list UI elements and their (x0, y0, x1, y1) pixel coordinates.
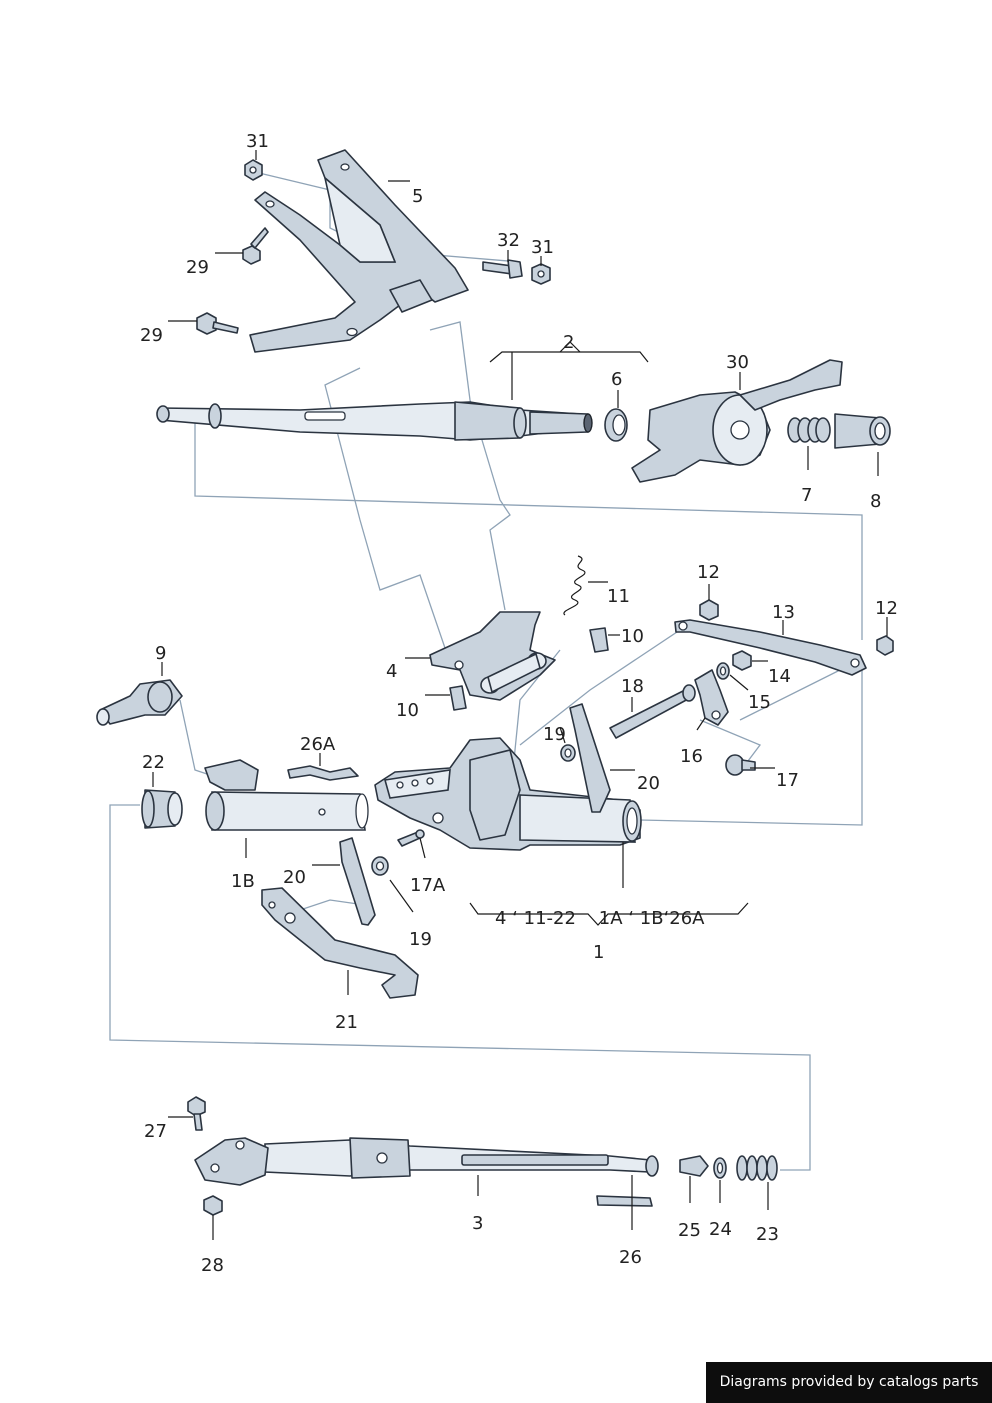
part-12-nut-left (699, 599, 719, 621)
part-20-plate-upper (569, 703, 611, 813)
callout-18: 18 (621, 676, 644, 697)
part-29-screw-top (242, 227, 269, 265)
part-14-nut (732, 650, 752, 671)
callout-30: 30 (726, 352, 749, 373)
part-24-ring (713, 1157, 727, 1179)
callout-11: 11 (607, 586, 630, 607)
part-18-bolt (609, 684, 696, 739)
callout-labels: 31 5 32 31 29 29 2 6 30 7 8 11 10 4 10 1… (140, 131, 898, 1276)
callout-5: 5 (412, 186, 423, 207)
part-30-lever-switch (631, 359, 843, 483)
callout-27: 27 (144, 1121, 167, 1142)
part-20-plate-lower (339, 837, 376, 926)
part-19-washer-lower (371, 856, 389, 876)
part-10-bolt-left (449, 685, 467, 711)
part-2-upper-shaft (156, 401, 593, 441)
part-27-bolt (187, 1096, 206, 1131)
part-8-bushing (834, 413, 891, 449)
part-3-intermediate-shaft (194, 1137, 659, 1186)
part-21-support-bracket (261, 887, 419, 999)
part-15-washer (716, 662, 730, 680)
part-31-nut-right (531, 263, 551, 285)
part-31-nut-top (244, 159, 263, 181)
part-1B-jacket-tube (204, 759, 369, 831)
callout-12: 12 (697, 562, 720, 583)
part-16-lever (694, 669, 729, 726)
callout-23: 23 (756, 1224, 779, 1245)
part-13-link-rod (674, 619, 867, 676)
part-9-fitting (96, 679, 183, 726)
part-1-column-housing (374, 737, 642, 851)
callout-25: 25 (678, 1220, 701, 1241)
callout-4: 4 (386, 661, 397, 682)
callout-19: 19 (409, 929, 432, 950)
callout-19: 19 (543, 724, 566, 745)
part-32-bolt (482, 259, 523, 279)
callout-13: 13 (772, 602, 795, 623)
callout-31: 31 (246, 131, 269, 152)
part-26-clamp (596, 1195, 653, 1207)
part-23-spring (736, 1155, 778, 1181)
callout-14: 14 (768, 666, 791, 687)
callout-32: 32 (497, 230, 520, 251)
leader-lines (152, 150, 888, 1240)
callout-7: 7 (801, 485, 812, 506)
callout-16: 16 (680, 746, 703, 767)
callout-3: 3 (472, 1213, 483, 1234)
part-25-bushing (679, 1155, 709, 1177)
part-7-spring (787, 417, 831, 443)
part-5-upper-bracket (249, 149, 469, 353)
part-29-screw-lower (196, 312, 239, 335)
callout-26: 26 (619, 1247, 642, 1268)
part-6-bearing-ring (604, 408, 628, 442)
callout-28: 28 (201, 1255, 224, 1276)
callout-10: 10 (621, 626, 644, 647)
part-22-bearing (141, 789, 183, 829)
callout-26A: 26A (300, 734, 336, 755)
callout-17A: 17A (410, 875, 446, 896)
callout-10: 10 (396, 700, 419, 721)
callout-29: 29 (186, 257, 209, 278)
part-28-nut (203, 1195, 223, 1216)
callout-20: 20 (637, 773, 660, 794)
callout-24: 24 (709, 1219, 732, 1240)
callout-1: 1 (593, 942, 604, 963)
part-17-pin (725, 754, 756, 776)
part-11-spring (563, 555, 586, 616)
callout-2: 2 (563, 332, 574, 353)
part-12-nut-right (876, 635, 894, 656)
part-19-washer-upper (560, 744, 576, 762)
callout-9: 9 (155, 643, 166, 664)
callout-20: 20 (283, 867, 306, 888)
callout-12: 12 (875, 598, 898, 619)
callout-1B: 1B (231, 871, 255, 892)
callout-31: 31 (531, 237, 554, 258)
callout-21: 21 (335, 1012, 358, 1033)
part-10-bolt-right (589, 627, 609, 653)
callout-6: 6 (611, 369, 622, 390)
callout-15: 15 (748, 692, 771, 713)
catalog-attribution-badge: Diagrams provided by catalogs parts (706, 1362, 992, 1403)
callout-17: 17 (776, 770, 799, 791)
part-26A-clip (287, 765, 359, 781)
callout-8: 8 (870, 491, 881, 512)
part-4-mounting-bracket (429, 611, 556, 701)
callout-22: 22 (142, 752, 165, 773)
callout-29: 29 (140, 325, 163, 346)
group-1-contents-note: 4 ‘ 11-22 1A ‘ 1B‘26A (495, 908, 705, 929)
